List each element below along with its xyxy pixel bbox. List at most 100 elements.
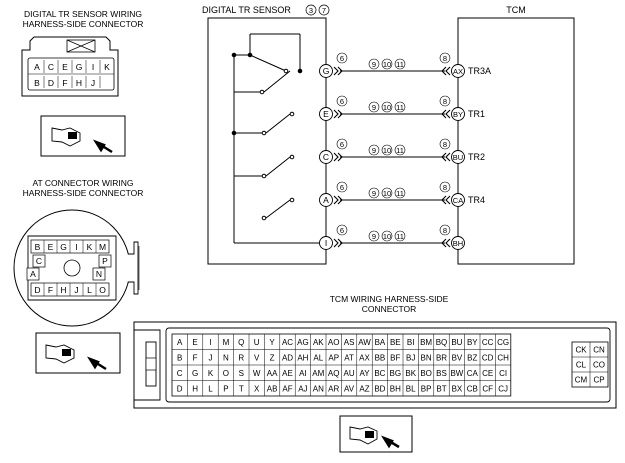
at-connector-pin: I xyxy=(75,242,77,252)
tcm-connector-pin: M xyxy=(223,338,230,347)
tcm-connector-pin: BZ xyxy=(467,353,477,362)
sensor-pin-label: C xyxy=(323,152,329,162)
ref-circle xyxy=(439,95,451,107)
right-ref: 8 xyxy=(443,140,447,149)
tcm-connector-pin: CA xyxy=(467,369,479,378)
mid-ref: 9 xyxy=(372,232,376,241)
tcm-connector-pin: BR xyxy=(436,353,447,362)
tr-connector-view-icon xyxy=(40,115,126,157)
tcm-connector-pin: S xyxy=(239,369,244,378)
left-ref: 6 xyxy=(340,183,344,192)
tcm-pin-circle xyxy=(451,107,465,121)
at-connector-view-icon xyxy=(35,332,121,374)
tcm-connector-pin: BB xyxy=(375,353,386,362)
tcm-connector-pin: X xyxy=(254,384,260,393)
tcm-connector-pin: AI xyxy=(299,369,307,378)
tcm-connector-pin: AZ xyxy=(359,384,369,393)
tcm-connector-pin: J xyxy=(209,353,213,362)
ref-circle xyxy=(336,95,348,107)
tcm-connector-pin: BV xyxy=(452,353,463,362)
connector-chevron xyxy=(333,66,339,76)
right-ref: 8 xyxy=(443,54,447,63)
tcm-pin-circle xyxy=(451,150,465,164)
connector-chevron xyxy=(441,195,447,205)
tcm-connector-pin: BU xyxy=(451,338,462,347)
connector-chevron xyxy=(333,238,339,248)
signal-label: TR3A xyxy=(468,66,491,76)
tcm-connector-pin: O xyxy=(223,369,229,378)
tcm-connector-pin: AW xyxy=(358,338,371,347)
tcm-box xyxy=(457,17,575,265)
left-ref: 6 xyxy=(340,54,344,63)
tcm-connector-pin: C xyxy=(177,369,183,378)
mid-ref: 10 xyxy=(383,60,391,69)
at-connector-pin: P xyxy=(102,256,108,266)
sensor-pin-label: A xyxy=(323,195,329,205)
tcm-connector-pin: AO xyxy=(328,338,340,347)
connector-chevron xyxy=(445,109,451,119)
tcm-connector-pin: BX xyxy=(452,384,463,393)
tcm-connector-pin: AL xyxy=(313,353,323,362)
sensor-pin-circle xyxy=(319,64,333,78)
tcm-pin-label: BH xyxy=(453,239,463,248)
right-ref: 8 xyxy=(443,183,447,192)
tcm-connector-pin: CB xyxy=(467,384,478,393)
mid-ref: 10 xyxy=(383,189,391,198)
connector-chevron xyxy=(445,238,451,248)
ref-circle xyxy=(381,187,393,199)
ref-circle xyxy=(368,58,380,70)
connector-chevron xyxy=(441,66,447,76)
tr-connector-pin: A xyxy=(34,62,40,72)
left-ref: 6 xyxy=(340,140,344,149)
at-pin-a-frame xyxy=(26,267,40,281)
signal-label: TR2 xyxy=(468,152,485,162)
mid-ref: 11 xyxy=(396,232,404,241)
tcm-connector-pin: N xyxy=(223,353,229,362)
mid-ref: 9 xyxy=(372,189,376,198)
at-connector-pin: D xyxy=(34,285,40,295)
tr-sensor-refs: 3 7 xyxy=(305,4,330,16)
tr-sensor-box xyxy=(207,17,327,265)
mid-ref: 9 xyxy=(372,60,376,69)
tcm-connector-pin: T xyxy=(239,384,244,393)
tr-connector-pin: K xyxy=(104,62,110,72)
tcm-connector-pin: V xyxy=(254,353,260,362)
connector-chevron xyxy=(333,195,339,205)
tcm-label: TCM xyxy=(506,5,526,15)
left-ref: 6 xyxy=(340,226,344,235)
tcm-connector-pin: CE xyxy=(482,369,493,378)
signal-label: TR1 xyxy=(468,109,485,119)
connector-chevron xyxy=(445,195,451,205)
at-connector-pin: A xyxy=(30,269,36,279)
tcm-connector-pin: D xyxy=(177,384,183,393)
connector-chevron xyxy=(333,109,339,119)
connector-chevron xyxy=(337,195,343,205)
ref-circle xyxy=(381,144,393,156)
tr-connector-pin: J xyxy=(91,78,95,88)
connector-chevron xyxy=(337,109,343,119)
at-connector-title-line2: HARNESS-SIDE CONNECTOR xyxy=(23,188,144,198)
tcm-connector-pin: AP xyxy=(328,353,339,362)
at-connector-title-line1: AT CONNECTOR WIRING xyxy=(32,178,133,188)
mid-ref: 11 xyxy=(396,146,404,155)
sensor-pin-label: E xyxy=(323,109,329,119)
tcm-connector-pin: CD xyxy=(482,353,494,362)
at-pin-n-frame xyxy=(92,267,106,281)
tcm-pin-circle xyxy=(451,193,465,207)
tr-connector-title-line2: HARNESS-SIDE CONNECTOR xyxy=(23,19,144,29)
ref-circle xyxy=(394,144,406,156)
connector-chevron xyxy=(337,152,343,162)
connector-chevron xyxy=(441,238,447,248)
tr-connector-pin: B xyxy=(34,78,40,88)
tcm-connector-view-icon xyxy=(339,415,413,453)
tcm-pin-label: BU xyxy=(453,153,463,162)
tcm-connector-title-line2: CONNECTOR xyxy=(362,304,417,314)
tcm-connector-pin: AE xyxy=(282,369,293,378)
tcm-connector-pin: CP xyxy=(593,376,604,385)
tcm-connector-pin: H xyxy=(192,384,198,393)
at-pin-p-frame xyxy=(98,254,112,268)
